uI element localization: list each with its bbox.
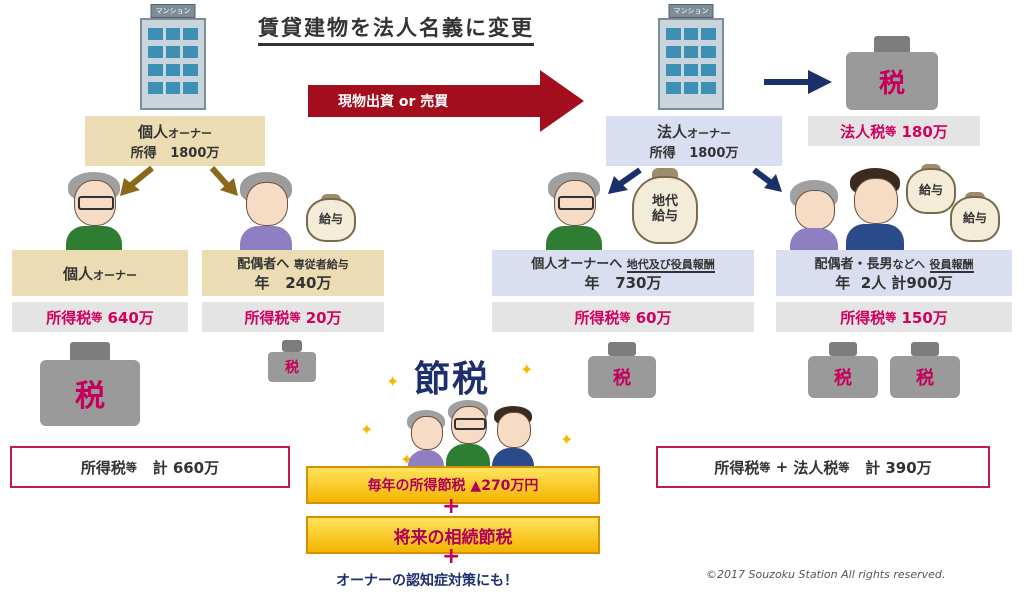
owner-suffix: オーナー (168, 127, 212, 140)
page-title: 賃貸建物を法人名義に変更 (258, 12, 534, 46)
owner-tax-box: 所得税等 60万 (492, 302, 754, 332)
building-sign: マンション (668, 4, 714, 18)
income-value: 1800万 (170, 146, 220, 161)
corp-suffix: オーナー (687, 127, 731, 140)
sparkle-icon: ✦ (520, 360, 534, 379)
annual-saving-ribbon: 毎年の所得節税 ▲270万円 (306, 466, 600, 504)
copyright: ©2017 Souzoku Station All rights reserve… (706, 568, 946, 581)
corp-tax-arrow (764, 70, 832, 94)
left-total-box: 所得税等 計 660万 (10, 446, 290, 488)
owner-payment-box: 個人オーナーへ 地代及び役員報酬 年 730万 (492, 250, 754, 296)
building-sign: マンション (150, 4, 196, 18)
salary-bag-icon: 給与 (950, 192, 1000, 242)
right-branch-arrow-1 (608, 167, 642, 194)
sparkle-icon: ✦ (386, 372, 400, 391)
tax-weight-icon: 税 (808, 342, 878, 398)
income-label: 所得 (649, 146, 676, 161)
transfer-label: 現物出資 or 売買 (338, 94, 449, 110)
right-corp-box: 法人オーナー 所得 1800万 (606, 116, 782, 166)
rent-salary-bag-icon: 地代 給与 (632, 168, 698, 244)
son-avatar (492, 406, 534, 466)
tax-weight-icon: 税 (588, 342, 656, 398)
tax-saving-headline: 節税 (414, 359, 491, 400)
plus-icon: + (442, 544, 461, 569)
sparkle-icon: ✦ (360, 420, 374, 439)
individual-owner-box: 個人オーナー (12, 250, 188, 296)
corp-tax-box: 法人税等 180万 (808, 116, 980, 146)
left-owner-box: 個人オーナー 所得 1800万 (85, 116, 265, 166)
spouse-box: 配偶者へ 専従者給与 年 240万 (202, 250, 384, 296)
sparkle-icon: ✦ (560, 430, 574, 449)
salary-bag-icon: 給与 (306, 194, 356, 242)
family-tax-box: 所得税等 150万 (776, 302, 1012, 332)
plus-icon: + (442, 494, 461, 519)
son-avatar (846, 168, 904, 250)
corp-tax-weight-icon: 税 (846, 36, 938, 110)
income-label: 所得 (130, 146, 157, 161)
owner-avatar (446, 400, 490, 466)
large-tax-weight-icon: 税 (40, 342, 140, 426)
owner-avatar (66, 172, 122, 250)
spouse-avatar (788, 180, 840, 250)
left-branch-arrow-2 (209, 166, 238, 196)
individual-tax-box: 所得税等 640万 (12, 302, 188, 332)
transfer-arrow (308, 70, 584, 132)
right-building: マンション (658, 4, 724, 110)
spouse-tax-box: 所得税等 20万 (202, 302, 384, 332)
dementia-note: オーナーの認知症対策にも！ (336, 573, 518, 589)
owner-avatar (546, 172, 602, 250)
tax-weight-icon: 税 (890, 342, 960, 398)
small-tax-weight-icon: 税 (268, 340, 316, 382)
right-branch-arrow-2 (752, 167, 782, 192)
family-payment-box: 配偶者・長男などへ 役員報酬 年 2人 計900万 (776, 250, 1012, 296)
salary-bag-icon: 給与 (906, 164, 956, 214)
income-value: 1800万 (689, 146, 739, 161)
inheritance-saving-ribbon: 将来の相続節税 (306, 516, 600, 554)
spouse-avatar (238, 172, 294, 250)
right-total-box: 所得税等 + 法人税等 計 390万 (656, 446, 990, 488)
owner-name: 個人 (137, 123, 168, 141)
left-building: マンション (140, 4, 206, 110)
left-branch-arrow-1 (120, 165, 154, 196)
wife-avatar (406, 410, 446, 466)
corp-name: 法人 (656, 123, 687, 141)
